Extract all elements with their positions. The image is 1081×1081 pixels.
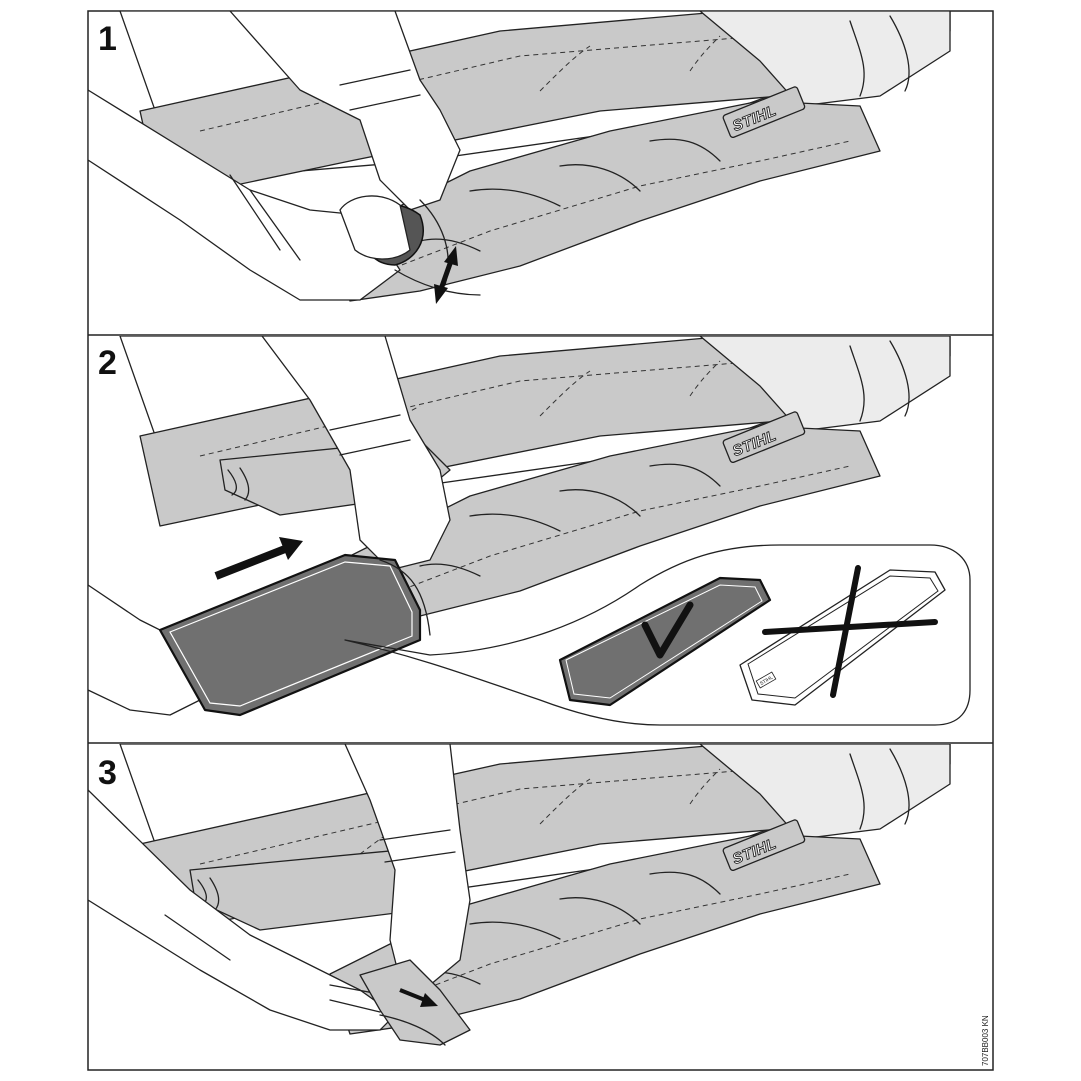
pull-arrow-icon [399,988,438,1007]
protective-insert [158,553,422,717]
insert-arrow-icon [214,537,303,580]
step-number: 3 [98,754,117,792]
panel-step-3 [88,744,951,1046]
step-number: 1 [98,20,117,58]
step-number: 2 [98,344,117,382]
panel-step-2: STIHL [88,336,971,726]
figure-code: 707BB003 KN [981,1015,990,1066]
incorrect-insert: STIHL [739,565,946,706]
double-arrow-icon [434,246,458,304]
panel-step-1 [88,11,951,304]
correct-insert [558,576,772,707]
checkmark-icon [641,601,694,659]
cross-icon [762,565,938,698]
